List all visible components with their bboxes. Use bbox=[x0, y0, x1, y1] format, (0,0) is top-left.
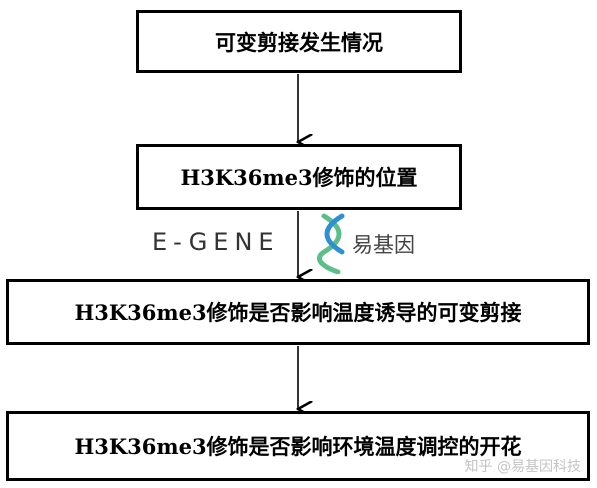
zhihu-watermark: 知乎 @易基因科技 bbox=[464, 459, 581, 475]
dna-helix-icon bbox=[316, 213, 345, 274]
step-3-label: H3K36me3修饰是否影响温度诱导的可变剪接 bbox=[74, 300, 522, 325]
step-1-label: 可变剪接发生情况 bbox=[215, 29, 383, 55]
step-4-label: H3K36me3修饰是否影响环境温度调控的开花 bbox=[74, 434, 522, 459]
egene-logo-text: E-GENE bbox=[152, 228, 280, 256]
step-2-label: H3K36me3修饰的位置 bbox=[180, 165, 418, 190]
step-1-box: 可变剪接发生情况 bbox=[136, 10, 462, 73]
step-2-box: H3K36me3修饰的位置 bbox=[136, 144, 462, 210]
step-3-box: H3K36me3修饰是否影响温度诱导的可变剪接 bbox=[6, 279, 590, 345]
egene-logo-cn: 易基因 bbox=[352, 233, 415, 257]
